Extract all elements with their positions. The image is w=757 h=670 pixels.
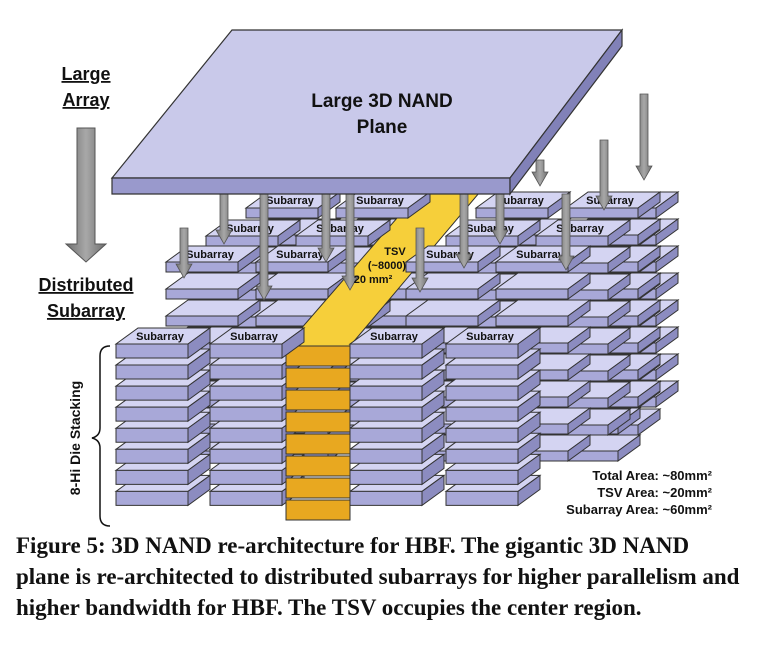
plane-title-line2: Plane bbox=[357, 117, 408, 138]
subarray-top-slab: Subarray bbox=[334, 191, 432, 219]
subarray-label: Subarray bbox=[186, 249, 235, 261]
subarray-top-slab: Subarray bbox=[444, 327, 542, 359]
subarray-label: Subarray bbox=[266, 195, 315, 207]
subarray-stack-slab bbox=[404, 272, 502, 300]
subarray-top-slab: Subarray bbox=[348, 327, 446, 359]
large-array-line1: Large bbox=[61, 64, 110, 84]
subarray-label: Subarray bbox=[466, 331, 515, 343]
subarray-stack-slab bbox=[404, 299, 502, 327]
distributed-subarray-line2: Subarray bbox=[47, 301, 125, 321]
mapping-arrow bbox=[455, 193, 473, 269]
tsv-label-area: 20 mm² bbox=[354, 274, 393, 286]
mapping-arrows bbox=[175, 93, 653, 301]
subarray-label: Subarray bbox=[466, 223, 515, 235]
mapping-arrow bbox=[255, 193, 273, 301]
distributed-subarray-label: Distributed Subarray bbox=[38, 275, 133, 321]
subarray-label: Subarray bbox=[136, 331, 185, 343]
subarray-stack-slab bbox=[164, 299, 262, 327]
stacking-bracket: 8-Hi Die Stacking bbox=[67, 345, 111, 527]
mapping-arrow bbox=[635, 93, 653, 181]
distributed-subarray-line1: Distributed bbox=[38, 275, 133, 295]
mapping-arrow bbox=[531, 159, 549, 187]
mapping-arrow bbox=[411, 227, 429, 293]
down-arrow-left bbox=[64, 127, 108, 263]
subarray-label: Subarray bbox=[276, 249, 325, 261]
subarray-top-slab: Subarray bbox=[474, 191, 572, 219]
stacking-label: 8-Hi Die Stacking bbox=[67, 381, 83, 495]
large-array-label: Large Array bbox=[61, 64, 110, 110]
mapping-arrow bbox=[215, 193, 233, 245]
tsv-label: TSV (~8000) 20 mm² bbox=[354, 246, 407, 286]
plane-title-line1: Large 3D NAND bbox=[311, 91, 452, 112]
area-stats: Total Area: ~80mm² TSV Area: ~20mm² Suba… bbox=[566, 468, 713, 517]
subarray-top-slab: Subarray bbox=[114, 327, 212, 359]
subarray-top-slab: Subarray bbox=[208, 327, 306, 359]
tsv-label-count: (~8000) bbox=[368, 260, 407, 272]
mapping-arrow bbox=[557, 193, 575, 271]
mapping-arrow bbox=[341, 193, 359, 291]
mapping-arrow bbox=[491, 193, 509, 245]
subarray-label: Subarray bbox=[496, 195, 545, 207]
mapping-arrow bbox=[175, 227, 193, 279]
subarray-label: Subarray bbox=[370, 331, 419, 343]
figure-caption: Figure 5: 3D NAND re-architecture for HB… bbox=[16, 533, 740, 620]
tsv-column bbox=[284, 179, 492, 521]
large-array-line2: Array bbox=[62, 90, 109, 110]
mapping-arrow bbox=[317, 193, 335, 263]
subarray-label: Subarray bbox=[356, 195, 405, 207]
large-nand-plane: Large 3D NAND Plane bbox=[110, 28, 624, 196]
total-area: Total Area: ~80mm² bbox=[592, 468, 712, 483]
subarray-area: Subarray Area: ~60mm² bbox=[566, 502, 713, 517]
mapping-arrow bbox=[595, 139, 613, 211]
subarray-stack-slab bbox=[494, 272, 592, 300]
subarray-stack-slab bbox=[494, 299, 592, 327]
tsv-area: TSV Area: ~20mm² bbox=[597, 485, 712, 500]
subarray-label: Subarray bbox=[230, 331, 279, 343]
subarray-label: Subarray bbox=[516, 249, 565, 261]
tsv-label-name: TSV bbox=[384, 246, 406, 258]
